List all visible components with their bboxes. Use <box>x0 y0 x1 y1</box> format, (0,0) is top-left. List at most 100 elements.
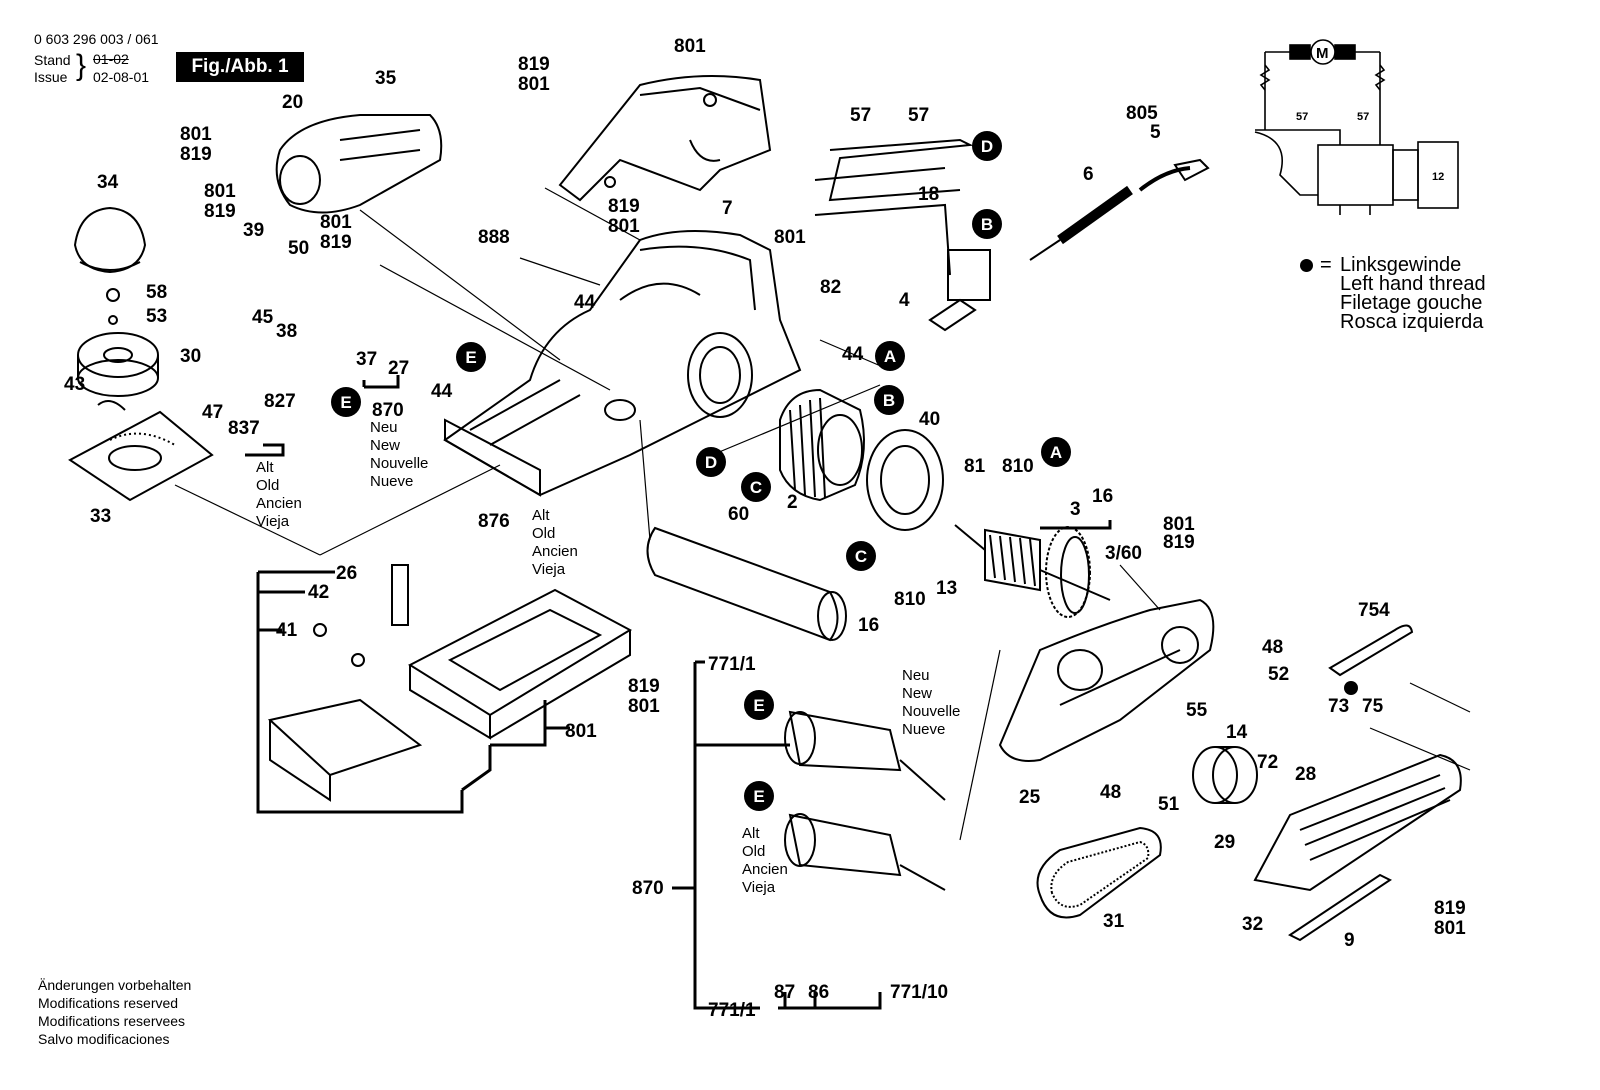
connector-marker-a-6: A <box>1041 437 1071 467</box>
part-number-3-60-49: 3/60 <box>1105 543 1142 564</box>
old-label-3: Ancien <box>256 495 302 512</box>
switch-label: 12 <box>1432 171 1444 183</box>
part-number-58-8: 58 <box>146 282 167 303</box>
part-number-34-7: 34 <box>97 172 119 193</box>
old-label-10: Old <box>742 843 765 860</box>
part-number-819-81: 819 <box>1434 898 1466 919</box>
part-number-4-39: 4 <box>899 290 910 311</box>
new-label-1: Neu <box>370 419 398 436</box>
main-housing <box>443 230 802 497</box>
part-number-801-82: 801 <box>1434 918 1466 939</box>
terminal-label-left: 57 <box>1296 111 1308 123</box>
part-number-51-75: 51 <box>1158 794 1180 815</box>
connector-marker-a-2: A <box>875 341 905 371</box>
part-number-44-27: 44 <box>431 381 453 402</box>
armature <box>954 524 1111 614</box>
chip-tube <box>646 526 847 642</box>
motor-symbol: M <box>1316 45 1329 62</box>
new-label-4: Nueve <box>370 473 413 490</box>
part-number-801-31: 801 <box>608 216 640 237</box>
connector-marker-disc <box>846 541 876 571</box>
depth-knob <box>77 288 159 411</box>
connector-marker-d-0: D <box>972 131 1002 161</box>
connector-marker-e-10: E <box>744 690 774 720</box>
old-label-11: Ancien <box>742 861 788 878</box>
part-number-33-13: 33 <box>90 506 111 527</box>
scale-plate <box>68 410 214 502</box>
connector-marker-b-3: B <box>874 385 904 415</box>
new-label-3: Nouvelle <box>370 455 428 472</box>
part-number-16-53: 16 <box>858 615 879 636</box>
part-number-57-37: 57 <box>908 105 929 126</box>
switch-assembly <box>814 138 991 332</box>
part-number-801-59: 801 <box>628 696 660 717</box>
part-number-870-62: 870 <box>632 878 664 899</box>
part-number-9-80: 9 <box>1344 930 1355 951</box>
connector-marker-letter: B <box>883 391 895 410</box>
cutter-block-old <box>784 813 946 891</box>
part-number-82-34: 82 <box>820 277 841 298</box>
pulley <box>1192 746 1258 804</box>
part-number-26-55: 26 <box>336 563 357 584</box>
belt-cover <box>1253 753 1462 892</box>
handle-cover <box>558 75 772 202</box>
bullet-icon <box>1300 259 1313 272</box>
note-fr: Modifications reservees <box>38 1013 186 1029</box>
part-number-52-67: 52 <box>1268 664 1289 685</box>
part-number-87-83: 87 <box>774 982 795 1003</box>
figure-label: Fig./Abb. 1 <box>176 52 304 82</box>
connector-marker-disc <box>972 209 1002 239</box>
part-number-805-40: 805 <box>1126 103 1158 124</box>
part-number-837-22: 837 <box>228 418 260 439</box>
connector-marker-letter: A <box>1050 443 1062 462</box>
connector-marker-letter: E <box>465 348 476 367</box>
part-number-18-38: 18 <box>918 184 939 205</box>
part-number-75-69: 75 <box>1362 696 1384 717</box>
gear-wheel <box>1045 526 1091 618</box>
part-number-60-51: 60 <box>728 504 749 525</box>
part-number-44-28: 44 <box>574 292 596 313</box>
part-number-44-35: 44 <box>842 344 864 365</box>
old-label-8: Vieja <box>532 561 566 578</box>
part-number-819-64: 819 <box>1163 532 1195 553</box>
part-number-819-3: 819 <box>518 54 550 75</box>
part-number-32-79: 32 <box>1242 914 1263 935</box>
drive-belt <box>1036 826 1162 919</box>
stand-label: Stand <box>34 52 71 68</box>
part-number-40-43: 40 <box>919 409 940 430</box>
stator <box>779 388 865 502</box>
left-hand-thread-legend: = Linksgewinde Left hand thread Filetage… <box>1300 255 1486 333</box>
part-number-25-73: 25 <box>1019 787 1041 808</box>
parking-shoe <box>267 564 423 802</box>
part-number-801-33: 801 <box>774 227 806 248</box>
connector-marker-e-11: E <box>744 781 774 811</box>
part-number-754-65: 754 <box>1358 600 1390 621</box>
left-hand-thread-marker <box>1344 681 1358 695</box>
old-label-6: Old <box>532 525 555 542</box>
brace-symbol: } <box>76 49 87 82</box>
part-number-801-60: 801 <box>565 721 597 742</box>
part-number-57-36: 57 <box>850 105 871 126</box>
part-number-86-84: 86 <box>808 982 829 1003</box>
part-number-28-72: 28 <box>1295 764 1316 785</box>
connector-marker-letter: E <box>753 696 764 715</box>
wiring-schematic <box>1254 39 1459 215</box>
old-label-2: Old <box>256 477 279 494</box>
part-number-7-32: 7 <box>722 198 733 219</box>
part-number-810-52: 810 <box>894 589 926 610</box>
part-number-27-25: 27 <box>388 358 409 379</box>
legend-line-es: Rosca izquierda <box>1340 311 1484 333</box>
part-number-35-5: 35 <box>375 68 397 89</box>
connector-marker-disc <box>874 385 904 415</box>
connector-marker-disc <box>696 447 726 477</box>
part-number-819-15: 819 <box>204 201 236 222</box>
part-number-43-11: 43 <box>64 374 85 395</box>
part-number-29-77: 29 <box>1214 832 1235 853</box>
connector-marker-disc <box>331 387 361 417</box>
part-number-5-41: 5 <box>1150 122 1161 143</box>
part-number-47-12: 47 <box>202 402 223 423</box>
connector-marker-letter: D <box>981 137 993 156</box>
connector-marker-disc <box>1041 437 1071 467</box>
connector-marker-disc <box>744 781 774 811</box>
part-number-45-18: 45 <box>252 307 274 328</box>
